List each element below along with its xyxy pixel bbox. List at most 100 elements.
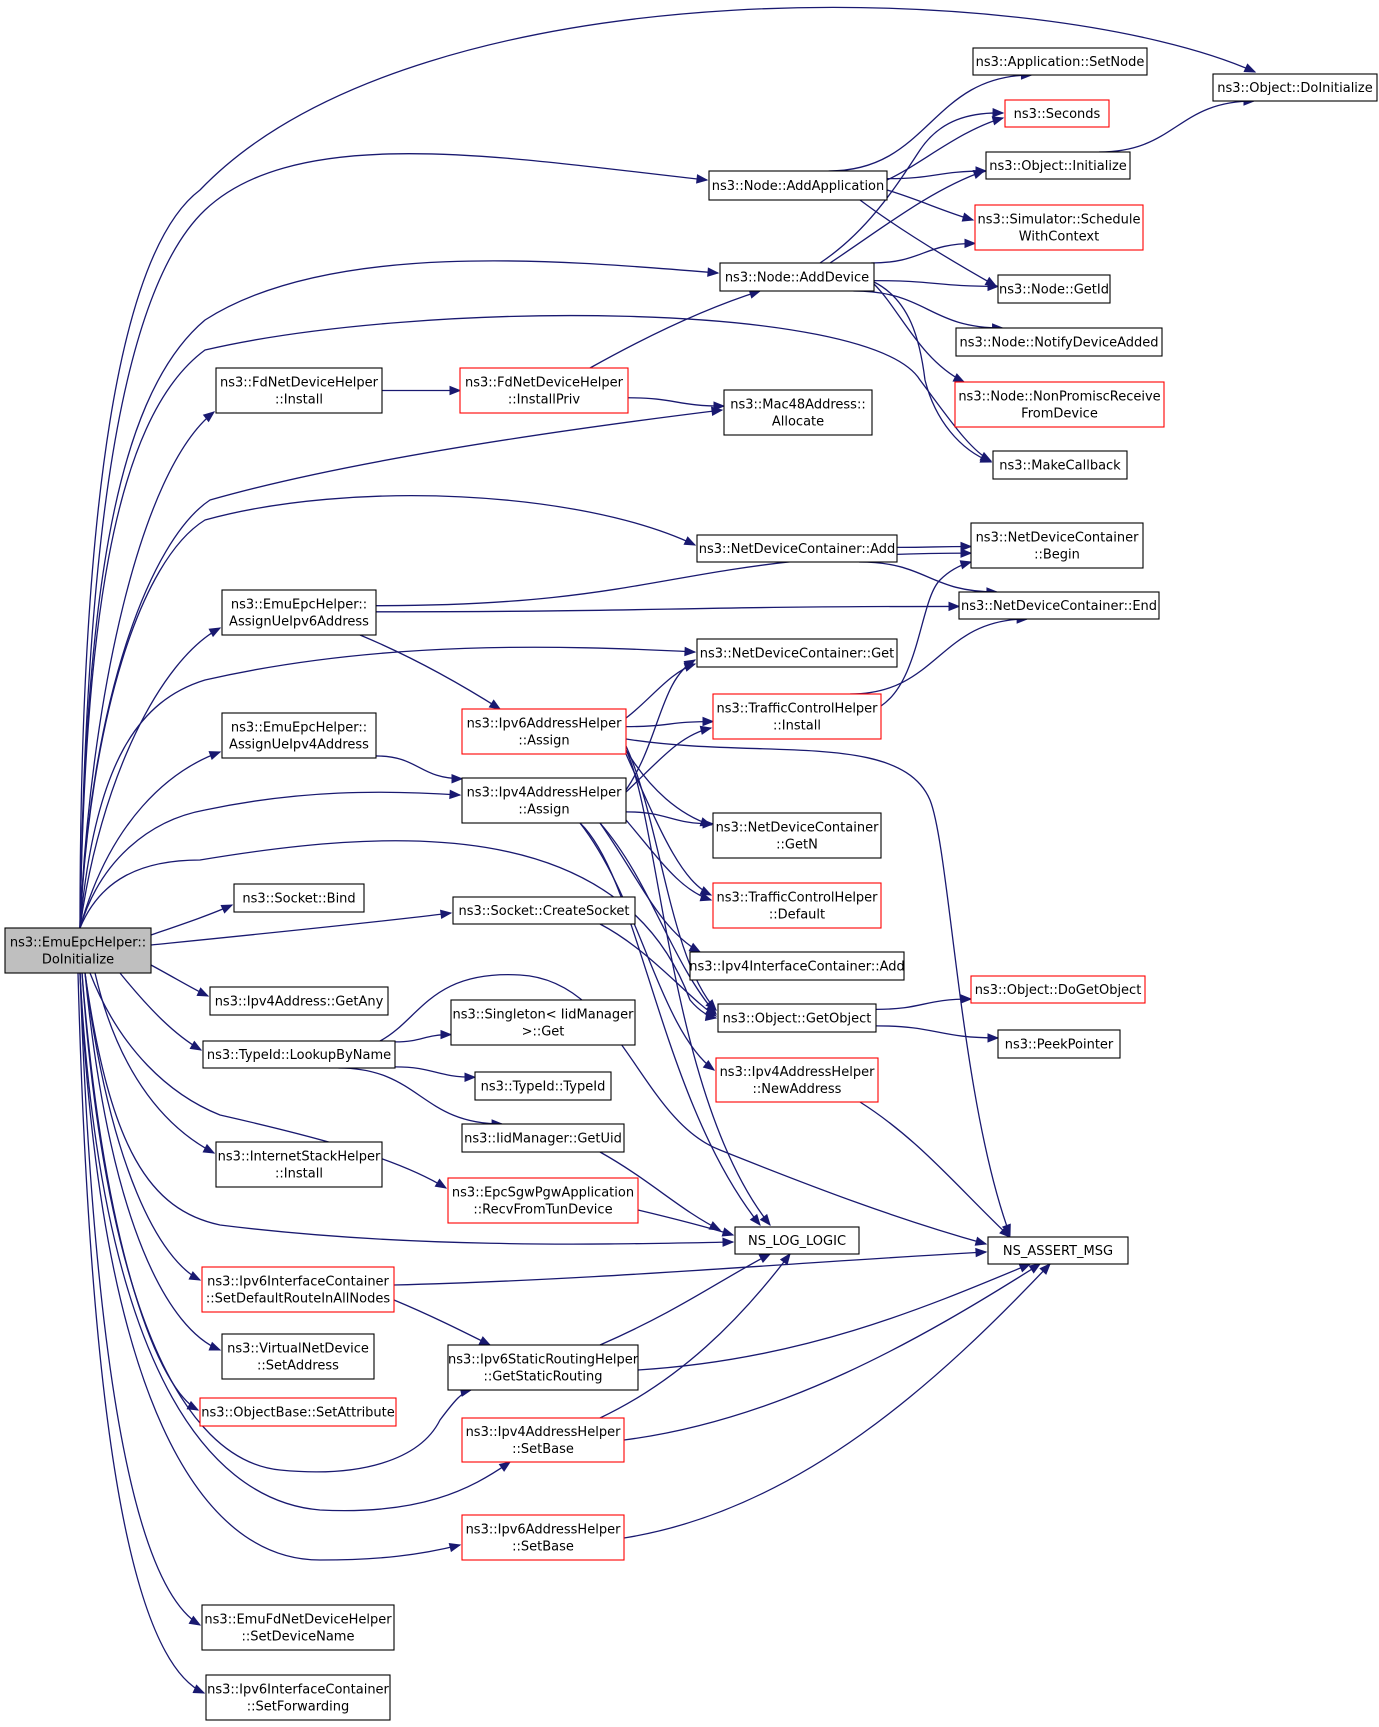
arrowhead-obj_doinit	[1243, 63, 1257, 73]
call-edge-ipv6srh_get-to-ns_assert	[637, 1263, 1031, 1371]
function-node-node-getid[interactable]: ns3::Node::GetId	[997, 274, 1111, 304]
arrowhead-ipv6ic_setfwd	[192, 1684, 206, 1694]
call-edge-assign6-to-ipv6ah_assign	[359, 634, 501, 710]
node-box	[717, 1003, 877, 1033]
function-nodes: ns3::EmuEpcHelper::DoInitializens3::Obje…	[4, 47, 1378, 1721]
function-node-sock-bind[interactable]: ns3::Socket::Bind	[233, 883, 365, 913]
function-node-sgw-recv[interactable]: ns3::EpcSgwPgwApplication::RecvFromTunDe…	[447, 1177, 639, 1224]
function-node-ipv6ah-assign[interactable]: ns3::Ipv6AddressHelper::Assign	[461, 708, 627, 755]
function-node-ipv4ic-add[interactable]: ns3::Ipv4InterfaceContainer::Add	[689, 951, 905, 981]
function-node-obj-doinit[interactable]: ns3::Object::DoInitialize	[1212, 73, 1378, 102]
arrowhead-makecb	[979, 453, 993, 463]
node-box	[974, 204, 1144, 251]
node-label: ns3::Ipv6AddressHelper	[467, 717, 623, 732]
node-label: ns3::Ipv4InterfaceContainer::Add	[689, 960, 905, 975]
node-label: NS_LOG_LOGIC	[748, 1234, 846, 1249]
call-edge-node_adddev-to-seconds	[819, 112, 1004, 264]
function-node-singleton[interactable]: ns3::Singleton< IidManager>::Get	[450, 999, 636, 1046]
function-node-ipv4-getany[interactable]: ns3::Ipv4Address::GetAny	[209, 986, 389, 1016]
call-edge-ndc_add-to-ndc_end	[859, 561, 997, 593]
arrowhead-fd_install	[202, 411, 216, 423]
arrowhead-ndc_get	[684, 646, 697, 657]
call-edge-root-to-mac48	[79, 409, 723, 929]
function-node-ipv6ah-setbase[interactable]: ns3::Ipv6AddressHelper::SetBase	[461, 1514, 625, 1561]
function-node-tch-install[interactable]: ns3::TrafficControlHelper::Install	[712, 693, 882, 740]
node-label: ns3::Ipv6InterfaceContainer	[207, 1683, 389, 1698]
node-box	[461, 777, 627, 824]
function-node-tch-default[interactable]: ns3::TrafficControlHelper::Default	[712, 882, 882, 929]
function-node-mac48[interactable]: ns3::Mac48Address::Allocate	[723, 389, 873, 436]
function-node-iid-getuid[interactable]: ns3::IidManager::GetUid	[461, 1123, 625, 1153]
function-node-ndc-getn[interactable]: ns3::NetDeviceContainer::GetN	[712, 812, 882, 859]
node-label: ns3::EmuFdNetDeviceHelper	[204, 1613, 392, 1628]
call-edge-sgw_recv-to-ns_log	[637, 1209, 734, 1236]
node-box	[474, 1071, 612, 1101]
function-node-ipv4ah-newaddr[interactable]: ns3::Ipv4AddressHelper::NewAddress	[715, 1057, 879, 1103]
node-label: ns3::Node::AddDevice	[725, 271, 869, 286]
arrowhead-ndc_add	[683, 536, 697, 546]
arrowhead-ipv6ic_setdef	[188, 1271, 202, 1281]
function-node-ipv4ah-assign[interactable]: ns3::Ipv4AddressHelper::Assign	[461, 777, 627, 824]
function-node-ipv6ic-setfwd[interactable]: ns3::Ipv6InterfaceContainer::SetForwardi…	[205, 1674, 391, 1721]
function-node-ndc-get[interactable]: ns3::NetDeviceContainer::Get	[696, 638, 898, 668]
node-box	[734, 1226, 860, 1255]
function-node-obj-init[interactable]: ns3::Object::Initialize	[985, 151, 1131, 180]
function-node-node-notify[interactable]: ns3::Node::NotifyDeviceAdded	[955, 327, 1163, 357]
node-box	[461, 1417, 625, 1463]
function-node-sock-create[interactable]: ns3::Socket::CreateSocket	[452, 896, 636, 925]
function-node-assign6[interactable]: ns3::EmuEpcHelper::AssignUeIpv6Address	[221, 589, 377, 636]
arrowhead-singleton	[440, 1029, 453, 1040]
call-edge-root-to-sgw_recv	[89, 972, 447, 1189]
function-node-root[interactable]: ns3::EmuEpcHelper::DoInitialize	[4, 927, 152, 974]
function-node-fd-install[interactable]: ns3::FdNetDeviceHelper::Install	[215, 367, 383, 414]
node-label: ns3::InternetStackHelper	[218, 1150, 381, 1165]
function-node-ish-install[interactable]: ns3::InternetStackHelper::Install	[215, 1141, 383, 1188]
call-edge-ipv6ah_assign-to-tch_default	[625, 753, 712, 896]
function-node-obj-getobj[interactable]: ns3::Object::GetObject	[717, 1003, 877, 1033]
function-node-fd-installpriv[interactable]: ns3::FdNetDeviceHelper::InstallPriv	[459, 367, 629, 414]
call-edge-root-to-ipv6srh_get	[81, 972, 472, 1473]
node-label: ::SetBase	[512, 1442, 574, 1457]
function-node-ns-assert[interactable]: NS_ASSERT_MSG	[987, 1236, 1129, 1265]
node-box	[452, 896, 636, 925]
node-label: ns3::Ipv4AddressHelper	[467, 786, 623, 801]
node-label: ::Install	[773, 719, 821, 734]
node-label: ::GetStaticRouting	[484, 1370, 603, 1385]
function-node-assign4[interactable]: ns3::EmuEpcHelper::AssignUeIpv4Address	[221, 712, 377, 759]
call-edge-ipv4ah_setbase-to-ns_log	[599, 1253, 791, 1419]
function-node-makecb[interactable]: ns3::MakeCallback	[992, 450, 1128, 480]
function-node-objbase-setattr[interactable]: ns3::ObjectBase::SetAttribute	[199, 1397, 397, 1427]
node-label: ns3::Ipv4Address::GetAny	[215, 995, 384, 1010]
function-node-node-adddev[interactable]: ns3::Node::AddDevice	[719, 262, 875, 292]
function-node-typeid-lookup[interactable]: ns3::TypeId::LookupByName	[202, 1040, 396, 1069]
node-label: ns3::Socket::CreateSocket	[458, 904, 629, 919]
call-edge-ipv4ah_assign-to-tch_default	[625, 819, 712, 901]
function-node-ipv4ah-setbase[interactable]: ns3::Ipv4AddressHelper::SetBase	[461, 1417, 625, 1463]
function-node-app-setnode[interactable]: ns3::Application::SetNode	[972, 47, 1148, 76]
node-label: ns3::Mac48Address::	[730, 398, 865, 413]
function-node-ndc-begin[interactable]: ns3::NetDeviceContainer::Begin	[970, 522, 1144, 569]
arrowhead-obj_getobj	[704, 1006, 718, 1017]
function-node-ns-log[interactable]: NS_LOG_LOGIC	[734, 1226, 860, 1255]
function-node-obj-dogetobj[interactable]: ns3::Object::DoGetObject	[970, 975, 1146, 1004]
arrowhead-ns_log	[749, 1213, 761, 1227]
function-node-ipv6srh-get[interactable]: ns3::Ipv6StaticRoutingHelper::GetStaticR…	[447, 1344, 639, 1391]
function-node-typeid-typeid[interactable]: ns3::TypeId::TypeId	[474, 1071, 612, 1101]
function-node-emufd-setname[interactable]: ns3::EmuFdNetDeviceHelper::SetDeviceName	[201, 1604, 395, 1651]
node-box	[201, 1604, 395, 1651]
function-node-ndc-add[interactable]: ns3::NetDeviceContainer::Add	[696, 534, 898, 563]
function-node-seconds[interactable]: ns3::Seconds	[1004, 99, 1110, 128]
call-edge-typeid_lookup-to-iid_getuid	[338, 1067, 503, 1125]
function-node-ndc-end[interactable]: ns3::NetDeviceContainer::End	[958, 591, 1160, 620]
function-node-vnd-setaddr[interactable]: ns3::VirtualNetDevice::SetAddress	[221, 1333, 375, 1380]
node-box	[987, 1236, 1129, 1265]
call-edge-root-to-ipv4ah_assign	[79, 791, 461, 929]
node-box	[447, 1177, 639, 1224]
function-node-ipv6ic-setdef[interactable]: ns3::Ipv6InterfaceContainer::SetDefaultR…	[201, 1266, 395, 1313]
arrowhead-typeid_typeid	[464, 1072, 477, 1082]
function-node-node-addapp[interactable]: ns3::Node::AddApplication	[708, 170, 888, 201]
call-edge-node_addapp-to-seconds	[886, 117, 1004, 181]
function-node-peekptr[interactable]: ns3::PeekPointer	[997, 1029, 1121, 1059]
